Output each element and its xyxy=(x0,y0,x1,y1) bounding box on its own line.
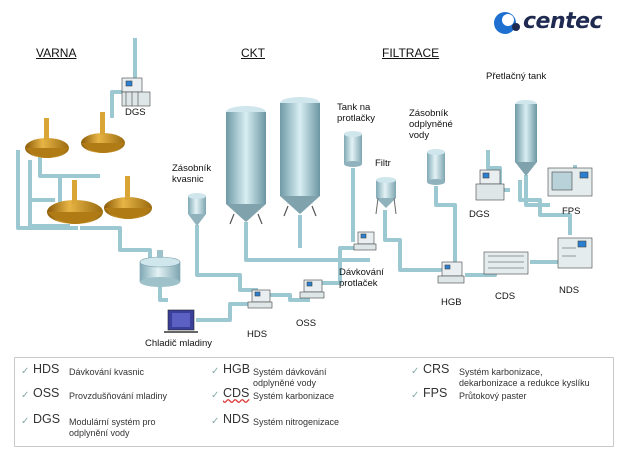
check-icon: ✓ xyxy=(211,416,220,427)
pipe-pretlacny xyxy=(524,175,550,207)
copper-vessel-4 xyxy=(104,176,152,219)
section-filtrace: FILTRACE xyxy=(382,46,440,60)
nds-unit xyxy=(557,237,593,269)
pipe-cds-nds xyxy=(530,252,562,264)
legend-item-cds: ✓ CDS Systém karbonizace xyxy=(211,386,335,401)
pipe-zasobnik-vody xyxy=(434,186,457,268)
pipe-filtr-hgb xyxy=(400,268,442,272)
ck-tank-2 xyxy=(280,97,320,217)
pipe-filtr xyxy=(383,210,440,272)
label-hds: HDS xyxy=(247,329,268,340)
brewery-process-diagram xyxy=(16,38,593,333)
pipe-varna-left xyxy=(16,150,78,230)
pipe-oss-up xyxy=(315,246,360,285)
label-dgs-right: DGS xyxy=(469,209,490,220)
logo-text: centec xyxy=(523,9,603,34)
legend-item-hds: ✓ HDS Dávkování kvasnic xyxy=(21,362,145,377)
copper-vessel-2 xyxy=(81,112,125,153)
legend-box: ✓ HDS Dávkování kvasnic ✓ OSS Provzdušňo… xyxy=(14,357,614,447)
bright-beer-tank xyxy=(515,100,537,176)
check-icon: ✓ xyxy=(21,390,30,401)
ck-tank-1 xyxy=(226,106,266,225)
label-nds: NDS xyxy=(559,285,580,296)
yeast-storage-tank xyxy=(188,193,206,226)
pipe-to-whirlpool xyxy=(80,226,152,262)
pipe-hds-oss xyxy=(262,293,310,302)
centec-logo xyxy=(494,12,520,34)
dosing-unit xyxy=(353,231,377,251)
check-icon: ✓ xyxy=(21,366,30,377)
fps-unit xyxy=(547,167,593,197)
check-icon: ✓ xyxy=(21,416,30,427)
kraeusen-tank xyxy=(344,131,362,167)
label-fps: FPS xyxy=(562,206,581,217)
hds-unit xyxy=(247,289,273,309)
pipe-kvasnic xyxy=(195,225,258,292)
section-varna: VARNA xyxy=(36,46,77,60)
pipes xyxy=(16,38,577,322)
label-oss: OSS xyxy=(296,318,317,329)
dgs-unit-top xyxy=(121,77,151,107)
pipe-cooler-hds xyxy=(196,302,262,322)
label-pretlacny-tank: Přetlačný tank xyxy=(486,71,547,82)
check-icon: ✓ xyxy=(211,366,220,377)
legend-item-fps: ✓ FPS Průtokový paster xyxy=(411,386,527,401)
section-ckt: CKT xyxy=(241,46,265,60)
copper-vessel-1 xyxy=(25,118,69,158)
cds-unit xyxy=(483,251,529,275)
check-icon: ✓ xyxy=(411,390,420,401)
pipe-nds-up xyxy=(518,180,572,235)
copper-vessel-3 xyxy=(47,180,103,224)
whirlpool-tank xyxy=(139,250,181,287)
dgs-unit-right xyxy=(475,169,505,201)
legend-item-oss: ✓ OSS Provzdušňování mladiny xyxy=(21,386,168,401)
label-dgs-top: DGS xyxy=(125,107,146,118)
oss-unit xyxy=(299,279,325,299)
skid-units xyxy=(121,77,593,309)
label-hgb: HGB xyxy=(441,297,462,308)
check-icon: ✓ xyxy=(211,390,220,401)
legend-item-dgs: ✓ DGS Modulární systém pro odplynění vod… xyxy=(21,412,156,438)
legend-item-crs: ✓ CRS Systém karbonizace, dekarbonizace … xyxy=(411,362,590,388)
deaerated-water-tank xyxy=(427,149,445,185)
legend-item-hgb: ✓ HGB Systém dávkování odplyněné vody xyxy=(211,362,327,388)
hgb-unit xyxy=(437,261,465,284)
wort-cooler xyxy=(164,309,198,333)
legend-item-nds: ✓ NDS Systém nitrogenizace xyxy=(211,412,340,427)
brewhouse-vessels xyxy=(25,112,152,224)
label-cds: CDS xyxy=(495,291,516,302)
pipe-whirl-down xyxy=(158,282,168,302)
label-filtr: Filtr xyxy=(375,158,391,169)
filter-vessel xyxy=(375,177,397,215)
pipe-ck-bottom xyxy=(244,222,370,262)
check-icon: ✓ xyxy=(411,366,420,377)
label-chladic: Chladič mladiny xyxy=(145,338,213,349)
